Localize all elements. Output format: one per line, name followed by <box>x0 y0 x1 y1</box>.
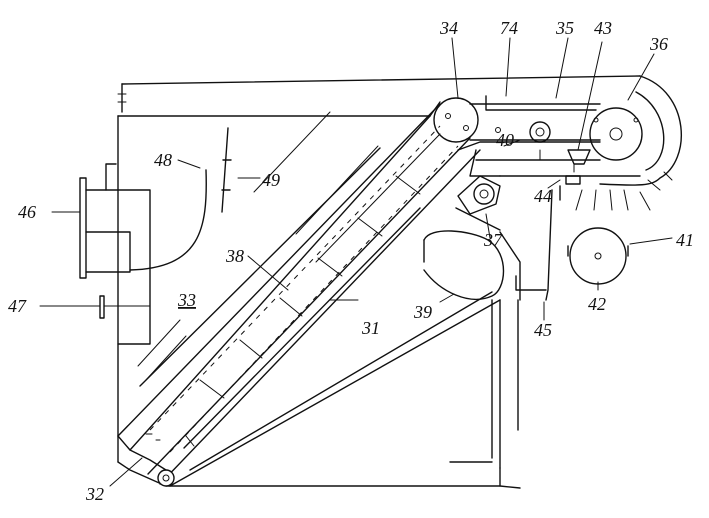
lower-wheel-42 <box>567 189 651 285</box>
label-46: 46 <box>18 202 36 222</box>
label-44: 44 <box>534 186 552 206</box>
drive-wheel-36 <box>589 75 682 191</box>
label-48: 48 <box>154 150 172 170</box>
label-36: 36 <box>649 34 668 54</box>
inclined-conveyor <box>117 103 501 487</box>
curve-48 <box>129 169 207 271</box>
label-43: 43 <box>594 18 612 38</box>
label-40: 40 <box>496 130 514 150</box>
bracket-45 <box>515 185 561 301</box>
label-42: 42 <box>588 294 606 314</box>
upper-arm <box>457 95 641 185</box>
leader-lines <box>39 37 673 487</box>
reference-numerals: 34 74 35 43 36 40 44 37 41 42 45 39 31 3… <box>8 18 694 504</box>
label-32: 32 <box>85 484 104 504</box>
label-38: 38 <box>225 246 244 266</box>
pin-49 <box>221 127 232 213</box>
guide-strokes <box>137 111 441 381</box>
label-39: 39 <box>413 302 432 322</box>
label-31: 31 <box>361 318 380 338</box>
label-37: 37 <box>483 230 503 250</box>
label-45: 45 <box>534 320 552 340</box>
label-34: 34 <box>439 18 458 38</box>
tensioner-37 <box>455 175 501 231</box>
pulley-34 <box>429 97 479 143</box>
label-41: 41 <box>676 230 694 250</box>
label-74: 74 <box>500 18 518 38</box>
label-33: 33 <box>177 290 196 310</box>
left-attachment-47 <box>99 295 151 319</box>
housing-frame <box>117 75 641 489</box>
label-35: 35 <box>555 18 574 38</box>
left-attachment-46 <box>79 163 151 345</box>
label-49: 49 <box>262 170 280 190</box>
deflector-39 <box>423 230 521 301</box>
label-47: 47 <box>8 296 27 316</box>
